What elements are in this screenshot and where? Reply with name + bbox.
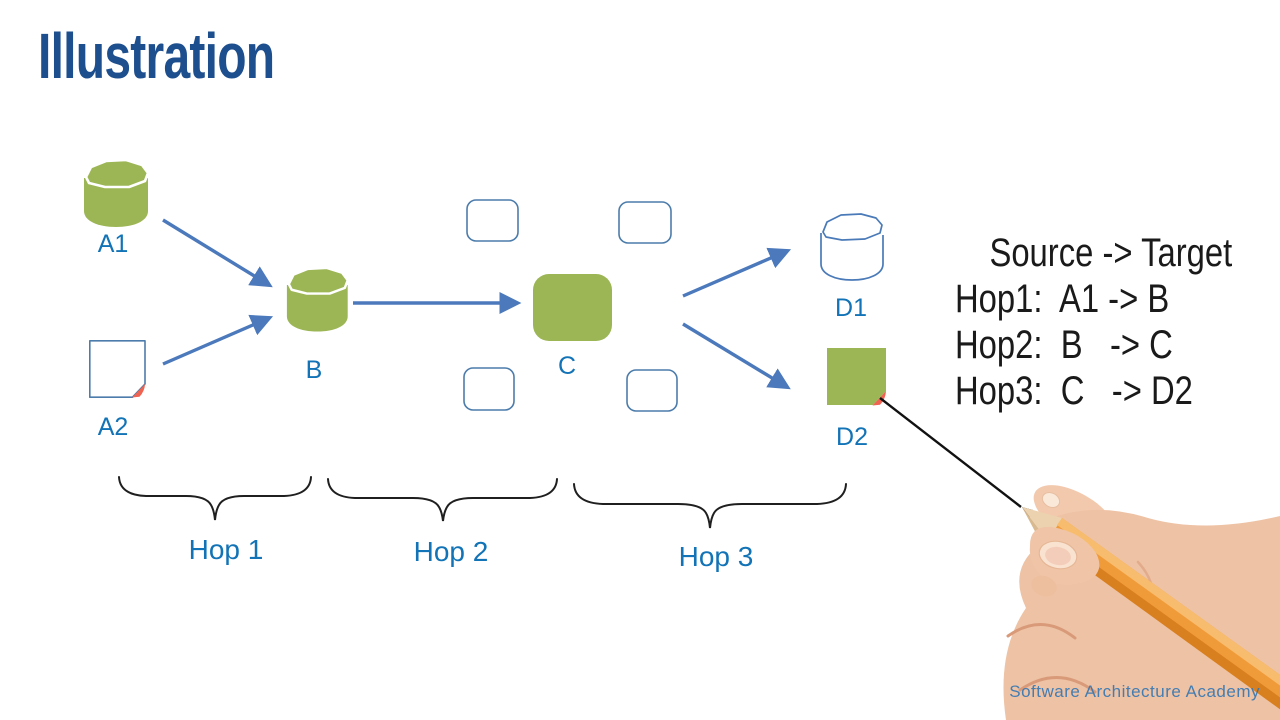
database-cylinder-icon-a1 bbox=[84, 158, 150, 227]
curly-brace-icon-hop2 bbox=[327, 478, 558, 522]
hop-label-2: Hop 2 bbox=[413, 536, 489, 567]
hand-with-pencil-icon bbox=[1003, 485, 1280, 720]
arrow-a1-to-b bbox=[162, 218, 273, 288]
curly-brace-icon-hop3 bbox=[573, 483, 847, 529]
document-icon-a2 bbox=[89, 340, 146, 398]
arrow-c-to-d1 bbox=[682, 247, 792, 298]
page-title: Illustration bbox=[38, 20, 275, 92]
node-label-b: B bbox=[305, 356, 323, 384]
placeholder-box-icon bbox=[463, 367, 515, 411]
arrow-c-to-d2 bbox=[682, 322, 791, 390]
database-cylinder-icon-b bbox=[286, 266, 349, 332]
mapping-row-hop3: Hop3: C -> D2 bbox=[955, 369, 1193, 413]
mapping-row-hop1: Hop1: A1 -> B bbox=[955, 277, 1170, 321]
placeholder-boxes bbox=[463, 199, 678, 412]
mapping-header: Source -> Target bbox=[989, 231, 1233, 275]
mapping-text-block: Source -> Target Hop1: A1 -> B Hop2: B -… bbox=[955, 230, 1232, 414]
placeholder-box-icon bbox=[626, 369, 678, 412]
hop-braces bbox=[118, 476, 847, 529]
database-cylinder-icon-d1 bbox=[820, 213, 884, 281]
watermark: Software Architecture Academy bbox=[1009, 682, 1260, 701]
process-box-icon-c bbox=[533, 274, 612, 341]
node-label-d2: D2 bbox=[836, 423, 868, 451]
placeholder-box-icon bbox=[618, 201, 672, 244]
node-label-a2: A2 bbox=[97, 413, 129, 441]
node-label-d1: D1 bbox=[835, 294, 867, 322]
hop-label-3: Hop 3 bbox=[678, 541, 754, 572]
placeholder-box-icon bbox=[466, 199, 519, 242]
pencil-pointer-line bbox=[879, 397, 1022, 508]
node-label-c: C bbox=[557, 352, 577, 380]
mapping-row-hop2: Hop2: B -> C bbox=[955, 323, 1173, 367]
arrow-a2-to-b bbox=[162, 314, 274, 366]
curly-brace-icon-hop1 bbox=[118, 476, 312, 521]
node-label-a1: A1 bbox=[97, 230, 129, 258]
document-icon-d2 bbox=[827, 348, 886, 406]
flow-arrows bbox=[162, 218, 792, 390]
hop-label-1: Hop 1 bbox=[188, 534, 264, 565]
